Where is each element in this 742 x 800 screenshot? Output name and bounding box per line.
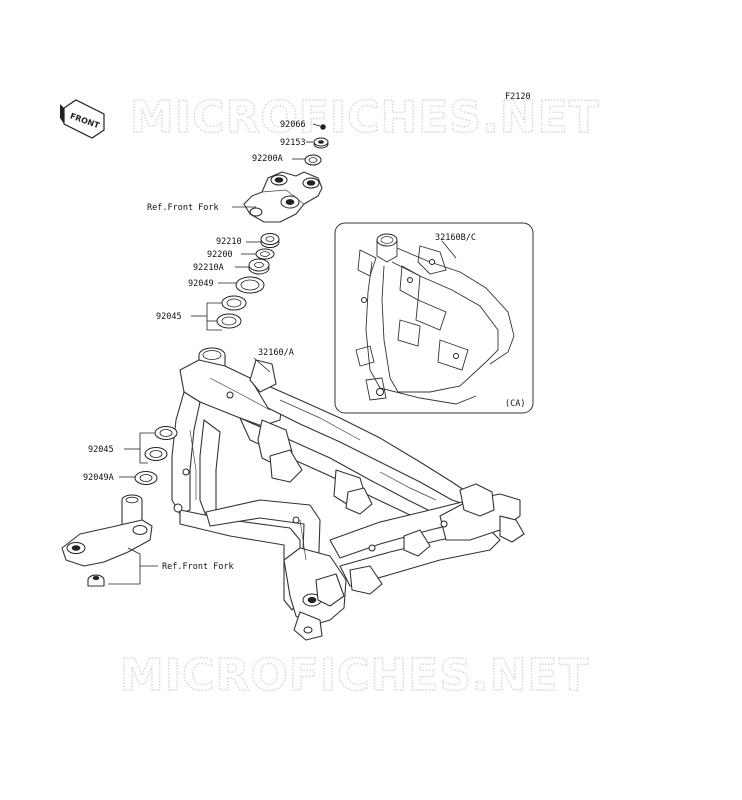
label-92066[interactable]: 92066 xyxy=(280,120,306,130)
part-92210A-nut[interactable] xyxy=(248,258,270,275)
part-92045-lower-bearing[interactable] xyxy=(144,426,178,461)
part-92045-upper-bearing[interactable] xyxy=(216,295,247,329)
part-stem-nut[interactable] xyxy=(87,574,105,587)
label-92049[interactable]: 92049 xyxy=(188,279,214,289)
label-92049A[interactable]: 92049A xyxy=(83,473,114,483)
part-92200A-washer[interactable] xyxy=(304,154,322,166)
label-32160A[interactable]: 32160/A xyxy=(258,348,294,358)
lower-triple-clamp-stem[interactable] xyxy=(61,494,153,567)
label-92045-lower[interactable]: 92045 xyxy=(88,445,114,455)
part-92049A-seal[interactable] xyxy=(134,471,158,485)
watermark-top: MICROFICHES.NET xyxy=(130,92,600,143)
inset-ca-box xyxy=(334,222,534,414)
part-92210-nut[interactable] xyxy=(260,233,280,248)
part-92200-washer[interactable] xyxy=(255,248,275,260)
watermark-bottom: MICROFICHES.NET xyxy=(120,650,590,701)
label-92200A[interactable]: 92200A xyxy=(252,154,283,164)
label-92210A[interactable]: 92210A xyxy=(193,263,224,273)
main-frame[interactable] xyxy=(171,347,525,641)
label-92210[interactable]: 92210 xyxy=(216,237,242,247)
label-92153[interactable]: 92153 xyxy=(280,138,306,148)
inset-frame-ca[interactable] xyxy=(355,233,515,405)
label-92200[interactable]: 92200 xyxy=(207,250,233,260)
part-92066-nut[interactable] xyxy=(320,124,326,130)
part-92153-bolt[interactable] xyxy=(313,137,329,149)
label-92045-upper[interactable]: 92045 xyxy=(156,312,182,322)
inset-variant-label: (CA) xyxy=(505,399,525,409)
front-arrow-icon: FRONT xyxy=(60,99,105,139)
label-ref-front-fork-upper[interactable]: Ref.Front Fork xyxy=(147,203,219,213)
part-92049-seal[interactable] xyxy=(235,276,265,294)
diagram-code: F2120 xyxy=(505,92,531,102)
label-ref-front-fork-lower[interactable]: Ref.Front Fork xyxy=(162,562,234,572)
upper-triple-clamp[interactable] xyxy=(243,171,323,223)
label-32160BC[interactable]: 32160B/C xyxy=(435,233,476,243)
